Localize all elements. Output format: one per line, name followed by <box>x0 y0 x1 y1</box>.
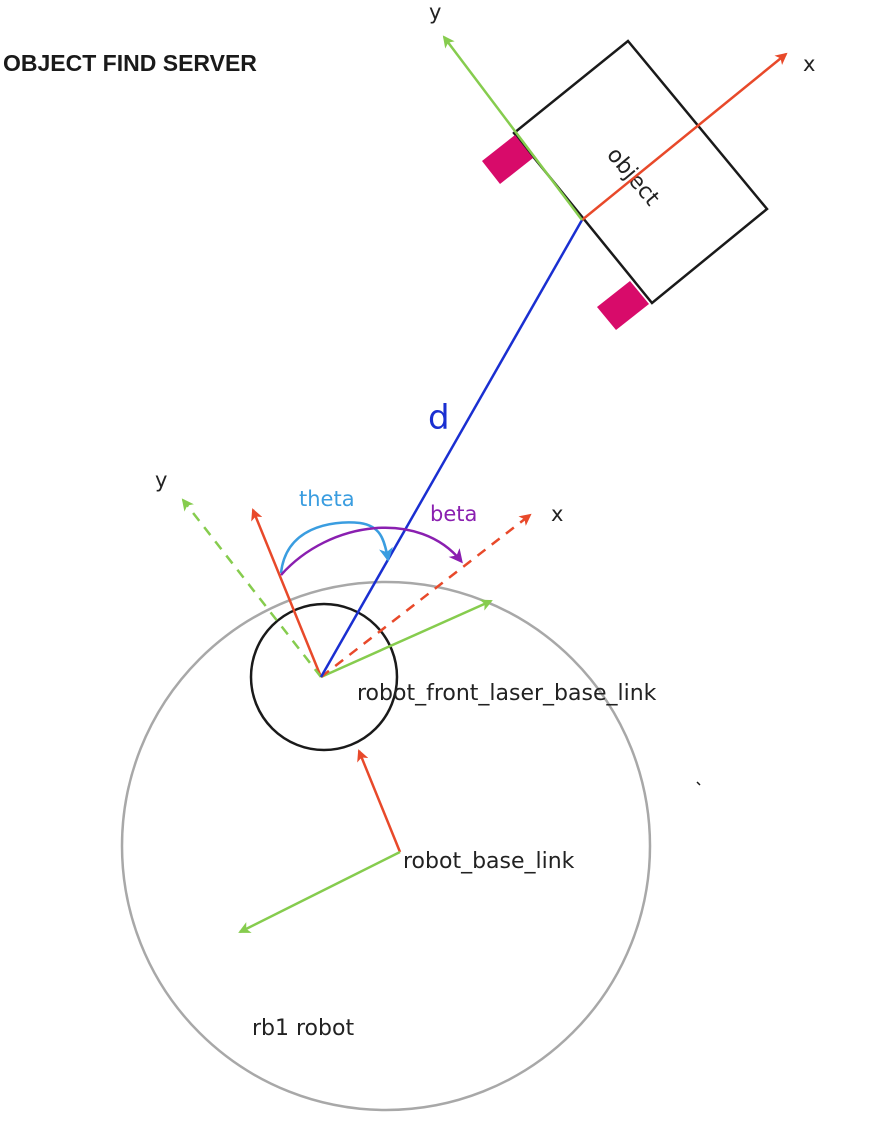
distance-label: d <box>428 398 450 438</box>
laser-y-label: y <box>155 468 167 492</box>
beta-arc <box>280 526 463 576</box>
laser-circle <box>249 602 399 752</box>
base-y-axis <box>238 850 401 934</box>
object-marker-left <box>482 135 533 184</box>
laser-label: robot_front_laser_base_link <box>357 681 657 706</box>
laser-y-axis-dashed <box>181 498 322 678</box>
theta-label: theta <box>299 487 355 511</box>
laser-forward-axis <box>251 508 323 678</box>
base-x-axis <box>357 749 402 853</box>
object-y-axis <box>442 35 583 221</box>
beta-label: beta <box>430 502 477 526</box>
object-x-axis <box>581 52 788 221</box>
theta-arc <box>279 521 393 574</box>
robot-body <box>120 580 652 1112</box>
object-x-label: x <box>803 52 815 76</box>
laser-x-axis-dashed <box>320 513 532 678</box>
base-label: robot_base_link <box>403 849 575 874</box>
stray-mark <box>696 781 701 786</box>
laser-x-label: x <box>551 502 563 526</box>
object-y-label: y <box>429 0 441 24</box>
robot-label: rb1 robot <box>252 1016 354 1041</box>
object-marker-right <box>597 281 649 330</box>
distance-line <box>319 219 584 678</box>
page-title: OBJECT FIND SERVER <box>3 50 257 76</box>
laser-side-axis <box>320 599 493 679</box>
